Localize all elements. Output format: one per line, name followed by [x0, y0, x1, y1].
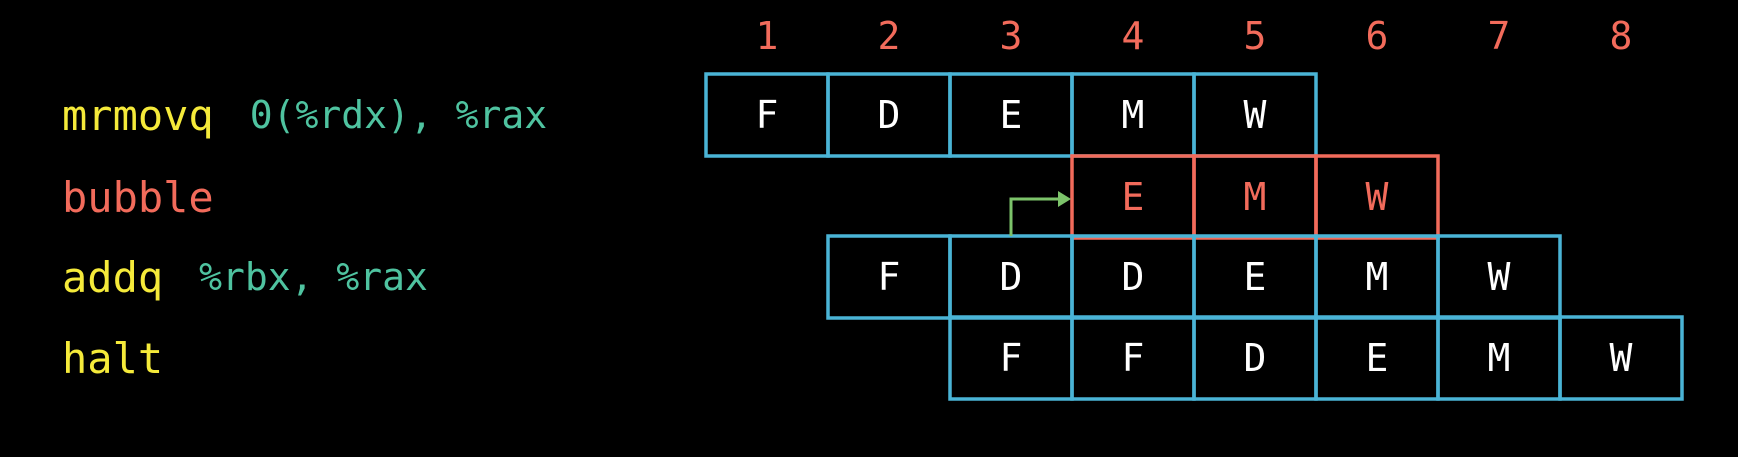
stage-label: E	[1122, 175, 1145, 219]
stage-label: W	[1610, 336, 1633, 380]
opcode: halt	[62, 334, 163, 383]
operands: %rbx, %rax	[199, 255, 428, 299]
stage-label: E	[1000, 93, 1023, 137]
stage-label: D	[1000, 255, 1023, 299]
cycle-number: 6	[1366, 14, 1389, 58]
stage-label: M	[1488, 336, 1511, 380]
stage-label: F	[1000, 336, 1023, 380]
stage-cell	[1314, 154, 1440, 240]
cycle-number-header: 1 2 3 4 5 6 7 8	[756, 14, 1633, 58]
opcode: bubble	[62, 173, 214, 222]
stage-cell	[1558, 315, 1684, 401]
stage-label: F	[756, 93, 779, 137]
stage-label: W	[1366, 175, 1389, 219]
instruction-label-mrmovq: mrmovq 0(%rdx), %rax	[62, 91, 547, 140]
cycle-number: 4	[1122, 14, 1145, 58]
stage-label: M	[1122, 93, 1145, 137]
opcode: mrmovq	[62, 91, 214, 140]
bubble-arrow-line	[1009, 197, 1060, 236]
instruction-labels: mrmovq 0(%rdx), %rax bubble addq %rbx, %rax h…	[62, 91, 547, 383]
stage-label: D	[1122, 255, 1145, 299]
stage-label: F	[878, 255, 901, 299]
stage-label: D	[1244, 336, 1267, 380]
cycle-number: 3	[1000, 14, 1023, 58]
bubble-insertion-arrows	[1009, 191, 1071, 236]
stage-label: M	[1366, 255, 1389, 299]
stage-label: W	[1244, 93, 1267, 137]
instruction-label-bubble: bubble	[62, 173, 214, 222]
stage-label: W	[1488, 255, 1511, 299]
cycle-number: 8	[1610, 14, 1633, 58]
cycle-number: 5	[1244, 14, 1267, 58]
instruction-label-halt: halt	[62, 334, 163, 383]
instruction-label-addq: addq %rbx, %rax	[62, 253, 428, 302]
stage-label: M	[1244, 175, 1267, 219]
stage-label: F	[1122, 336, 1145, 380]
operands: 0(%rdx), %rax	[250, 93, 547, 137]
cycle-number: 1	[756, 14, 779, 58]
stage-label: E	[1366, 336, 1389, 380]
stage-label: D	[878, 93, 901, 137]
cycle-number: 2	[878, 14, 901, 58]
opcode: addq	[62, 253, 163, 302]
cycle-number: 7	[1488, 14, 1511, 58]
stage-label: E	[1244, 255, 1267, 299]
arrow-head-icon	[1058, 191, 1071, 207]
